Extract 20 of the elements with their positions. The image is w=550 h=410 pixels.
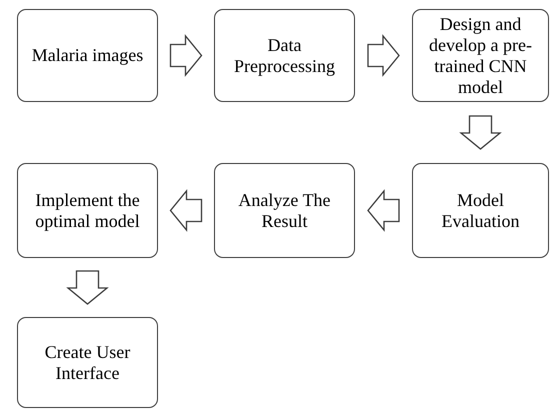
process-box xyxy=(214,163,355,258)
step-label: Create User Interface xyxy=(44,342,132,384)
block-arrow xyxy=(170,189,202,232)
block-arrow xyxy=(66,270,109,305)
process-box xyxy=(17,317,158,408)
step-label: Implement the optimal model xyxy=(34,190,141,232)
step-label: Data Preprocessing xyxy=(233,34,336,76)
step-label: Malaria images xyxy=(30,45,144,66)
block-arrow xyxy=(367,189,400,232)
step-label: Analyze The Result xyxy=(237,190,332,232)
block-arrow xyxy=(170,34,202,77)
process-box xyxy=(214,9,355,102)
block-arrow xyxy=(367,34,400,77)
step-label: Model Evaluation xyxy=(440,190,520,232)
process-box xyxy=(17,9,158,102)
process-box xyxy=(412,9,549,102)
process-box xyxy=(17,163,158,258)
process-box xyxy=(412,163,549,258)
block-arrow xyxy=(459,115,502,150)
step-label: Design and develop a pre-trained CNN model xyxy=(428,14,533,98)
